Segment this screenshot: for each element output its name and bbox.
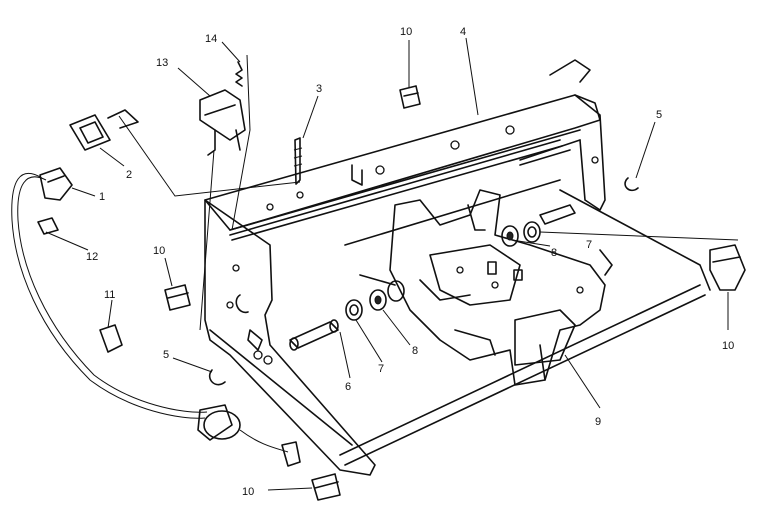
callout-7-upper: 7 [586, 239, 592, 251]
callout-12: 12 [86, 251, 98, 263]
lens-cover-part-2 [69, 109, 139, 151]
bumper-block-part-10-bottom [311, 473, 341, 501]
callout-3: 3 [316, 83, 322, 95]
callout-4: 4 [460, 26, 466, 38]
callout-8-upper: 8 [551, 247, 557, 259]
idler-shaft-part-6 [289, 319, 339, 351]
bearing-part-8-upper [501, 225, 519, 247]
callout-5-right: 5 [656, 109, 662, 121]
bumper-block-part-10-top [399, 85, 421, 109]
callout-10-top: 10 [400, 26, 412, 38]
right-side-plate [519, 94, 606, 211]
callout-2: 2 [126, 169, 132, 181]
sensor-bracket-part-13 [199, 89, 246, 156]
clip-part-12 [37, 217, 59, 235]
callout-1: 1 [99, 191, 105, 203]
callout-11: 11 [104, 289, 115, 301]
callout-10-left: 10 [153, 245, 165, 257]
wire-harness [11, 173, 301, 467]
bumper-block-part-10-left [164, 284, 191, 311]
callout-7-lower: 7 [378, 363, 384, 375]
callout-10-right: 10 [722, 340, 734, 352]
leader-lines [45, 37, 739, 491]
callout-13: 13 [156, 57, 168, 69]
bearing-part-8-lower [369, 289, 387, 311]
callout-9: 9 [595, 416, 601, 428]
photo-sensor-part-1 [39, 167, 73, 201]
lower-rail [209, 189, 711, 466]
pulley-shaft-lower [359, 274, 405, 302]
callout-8-lower: 8 [412, 345, 418, 357]
left-side-plate [204, 199, 376, 476]
connector-part-11 [99, 324, 123, 353]
screw-part-3 [293, 137, 303, 185]
callout-6: 6 [345, 381, 351, 393]
e-ring-part-5-left [208, 369, 226, 386]
washer-part-7-upper [523, 221, 541, 243]
guide-rail [229, 139, 563, 246]
bumper-block-part-10-right [709, 244, 746, 291]
carriage-assembly [389, 189, 613, 386]
spring-part-14 [199, 54, 251, 331]
washer-part-7-lower [345, 299, 363, 321]
shaft-upper-right [539, 204, 576, 225]
callout-14: 14 [205, 33, 217, 45]
callout-labels: 1 2 3 4 5 5 6 7 7 8 8 9 10 10 10 10 11 1… [86, 26, 734, 498]
callout-10-bottom: 10 [242, 486, 254, 498]
e-ring-part-5-right [624, 177, 639, 192]
callout-5-left: 5 [163, 349, 169, 361]
